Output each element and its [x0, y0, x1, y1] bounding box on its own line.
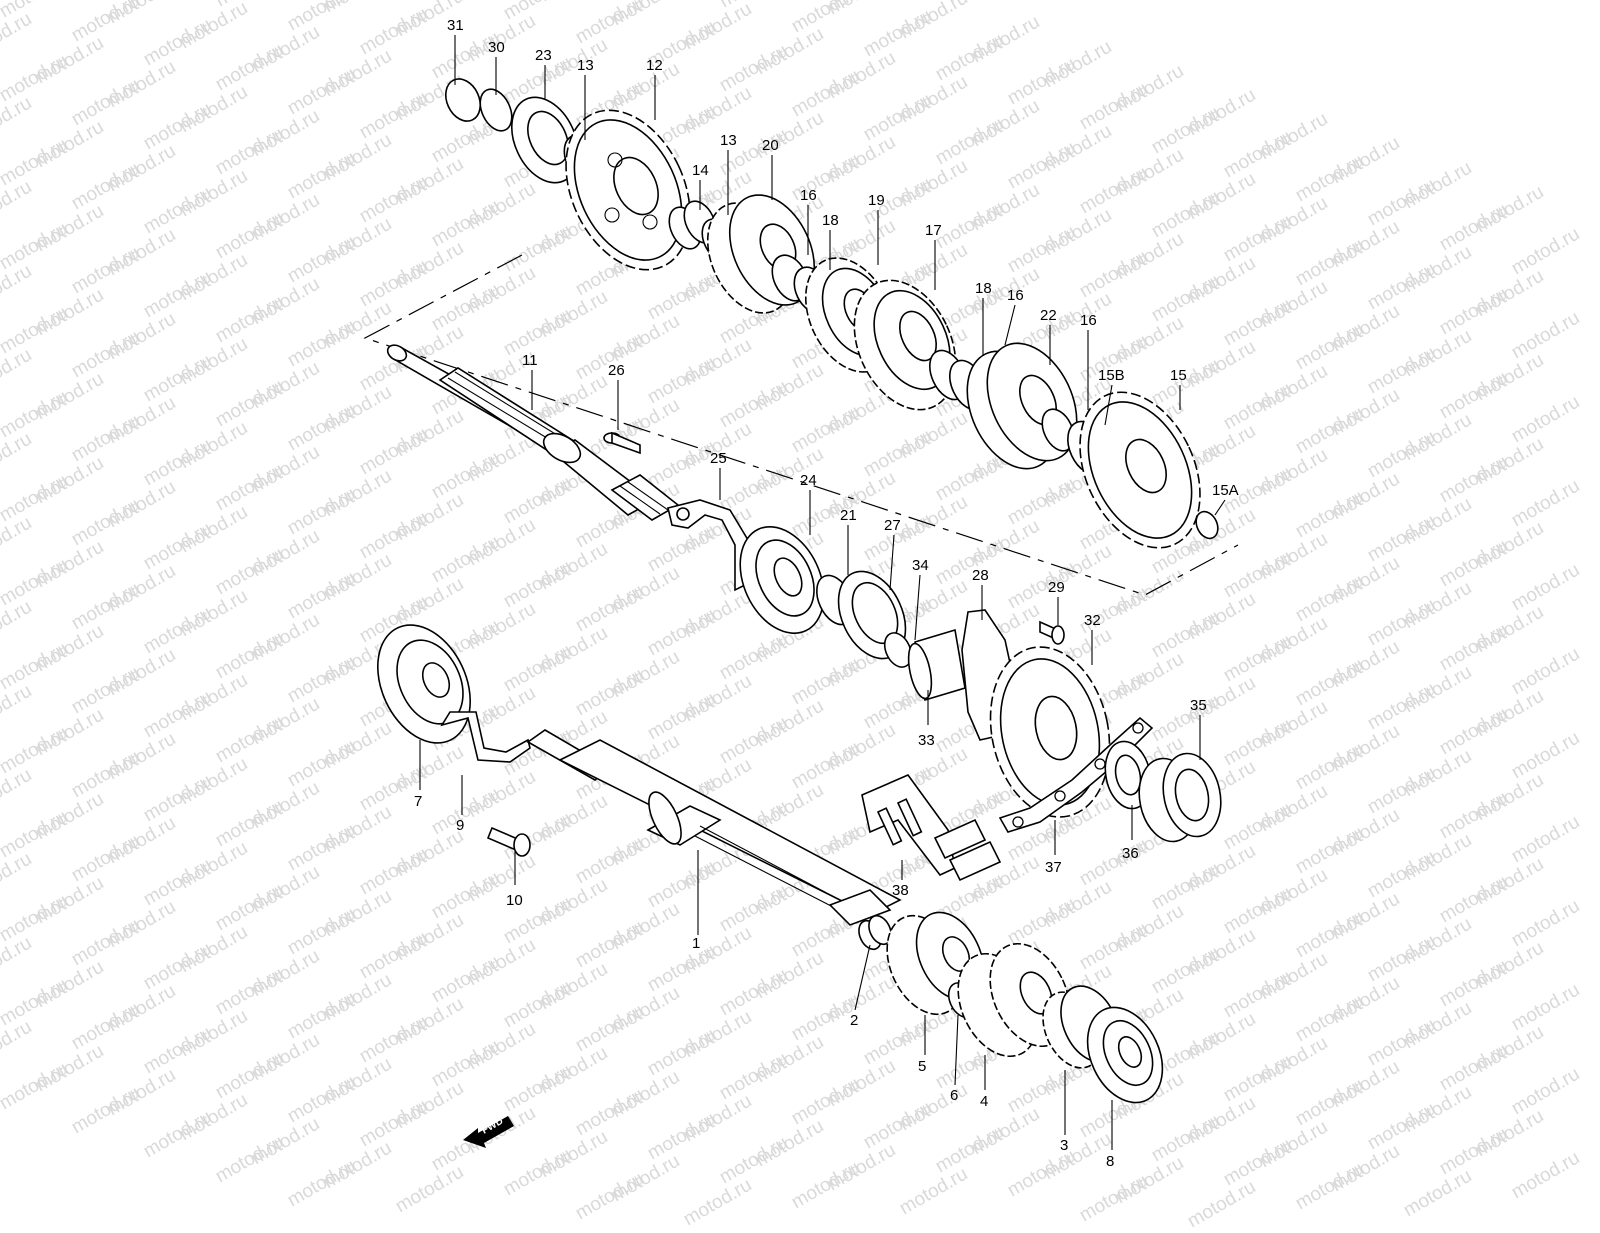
label-33: 33 [918, 732, 935, 749]
label-18-lower: 18 [975, 280, 992, 297]
label-12: 12 [646, 57, 663, 74]
label-14: 14 [692, 162, 709, 179]
bolt-26 [604, 433, 640, 453]
chain-joint-38 [862, 775, 1000, 880]
label-19: 19 [868, 192, 885, 209]
label-10: 10 [506, 892, 523, 909]
driveshaft-gear-stack [439, 73, 1223, 567]
label-26: 26 [608, 362, 625, 379]
gear-22 [950, 329, 1095, 483]
label-31: 31 [447, 17, 464, 34]
label-9: 9 [456, 817, 464, 834]
label-30: 30 [488, 39, 505, 56]
label-16-low: 16 [1080, 312, 1097, 329]
label-16-top: 16 [800, 187, 817, 204]
label-4: 4 [980, 1093, 988, 1110]
label-34: 34 [912, 557, 929, 574]
label-29: 29 [1048, 579, 1065, 596]
label-21: 21 [840, 507, 857, 524]
spacer-33 [904, 630, 965, 700]
label-7: 7 [414, 793, 422, 810]
bearing-7 [360, 610, 489, 758]
label-22: 22 [1040, 307, 1057, 324]
retainer-hole [677, 508, 689, 520]
label-24: 24 [800, 472, 817, 489]
transmission-diagram: FWD [0, 0, 1600, 1200]
label-28: 28 [972, 567, 989, 584]
mainshaft [528, 730, 900, 925]
label-23: 23 [535, 47, 552, 64]
label-18-top: 18 [822, 212, 839, 229]
label-15: 15 [1170, 367, 1187, 384]
label-15a: 15A [1212, 482, 1239, 499]
label-25: 25 [710, 450, 727, 467]
label-11: 11 [522, 352, 538, 369]
label-3: 3 [1060, 1137, 1068, 1154]
screw-10 [488, 828, 530, 856]
label-17: 17 [925, 222, 942, 239]
label-13-lower: 13 [720, 132, 737, 149]
label-35: 35 [1190, 697, 1207, 714]
gear-15 [1056, 373, 1223, 567]
fwd-direction-indicator: FWD [463, 1116, 514, 1148]
label-20: 20 [762, 137, 779, 154]
bolt-29 [1040, 622, 1064, 644]
label-37: 37 [1045, 859, 1062, 876]
label-38: 38 [892, 882, 909, 899]
label-36: 36 [1122, 845, 1139, 862]
label-13-top: 13 [577, 57, 594, 74]
label-5: 5 [918, 1058, 926, 1075]
label-1: 1 [692, 935, 700, 952]
label-32: 32 [1084, 612, 1101, 629]
label-16-mid: 16 [1007, 287, 1024, 304]
label-6: 6 [950, 1087, 958, 1104]
label-8: 8 [1106, 1153, 1114, 1170]
label-15b: 15B [1098, 367, 1125, 384]
label-27: 27 [884, 517, 901, 534]
label-2: 2 [850, 1012, 858, 1029]
